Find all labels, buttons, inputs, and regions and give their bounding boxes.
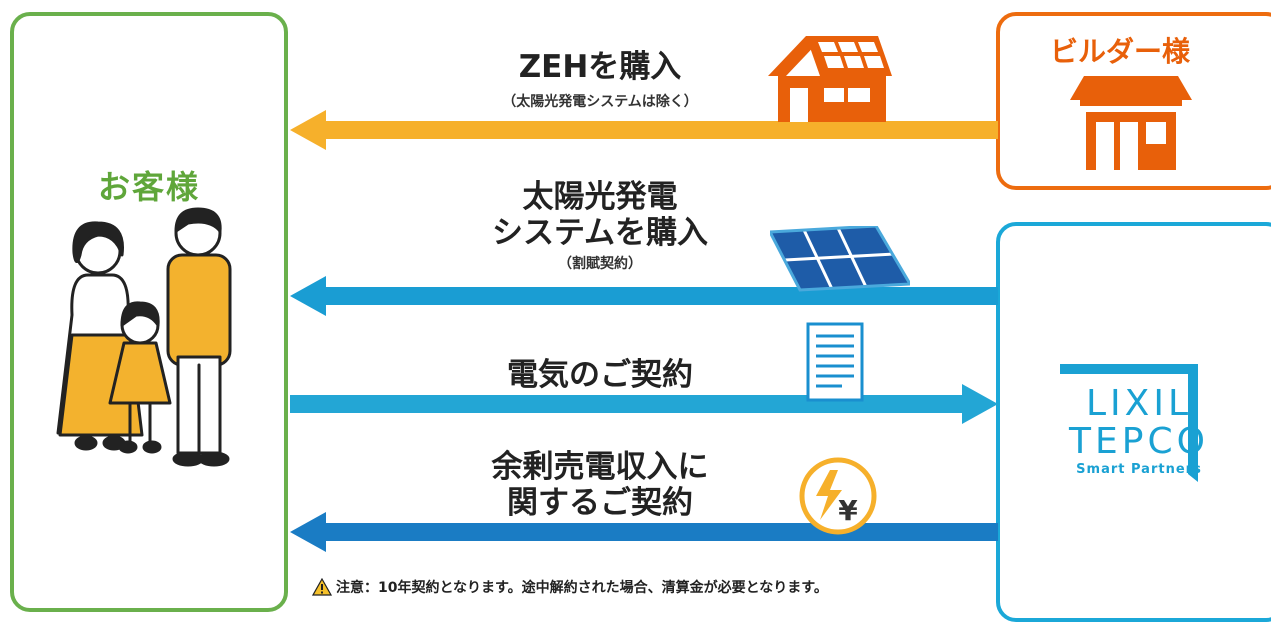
logo-line2: TEPCO [1069, 421, 1209, 462]
flow-surplus-title-line1: 余剰売電収入に [491, 449, 709, 485]
arrow-zeh [290, 110, 998, 150]
builder-box [996, 12, 1271, 190]
solar-panel-icon [770, 226, 910, 292]
warning-icon [312, 578, 332, 596]
customer-label: お客様 [97, 168, 200, 206]
document-icon [806, 322, 864, 402]
flow-solar-subtitle: （割賦契約） [558, 256, 642, 272]
logo-line3: Smart Partners [1076, 462, 1202, 477]
flow-solar-title-line1: 太陽光発電 [522, 179, 678, 215]
flow-electricity-title: 電気のご契約 [507, 357, 693, 393]
house-icon [768, 36, 892, 122]
lightning-yen-icon: ¥ [799, 457, 877, 535]
flow-solar-title-line2: システムを購入 [491, 215, 709, 251]
flow-surplus-title-line2: 関するご契約 [507, 485, 693, 521]
builder-label: ビルダー様 [1049, 35, 1190, 68]
family-illustration [56, 207, 232, 467]
flow-zeh-title: ZEHを購入 [518, 49, 682, 85]
svg-text:¥: ¥ [838, 494, 858, 527]
flow-zeh-subtitle: （太陽光発電システムは除く） [502, 94, 698, 110]
footer-note: 注意：10年契約となります。途中解約された場合、清算金が必要となります。 [312, 577, 1012, 597]
footer-note-text: 注意：10年契約となります。途中解約された場合、清算金が必要となります。 [336, 580, 828, 596]
arrow-electricity [290, 384, 998, 424]
arrow-solar [290, 276, 998, 316]
store-icon [1070, 76, 1192, 170]
logo-line1: LIXIL [1085, 383, 1192, 424]
